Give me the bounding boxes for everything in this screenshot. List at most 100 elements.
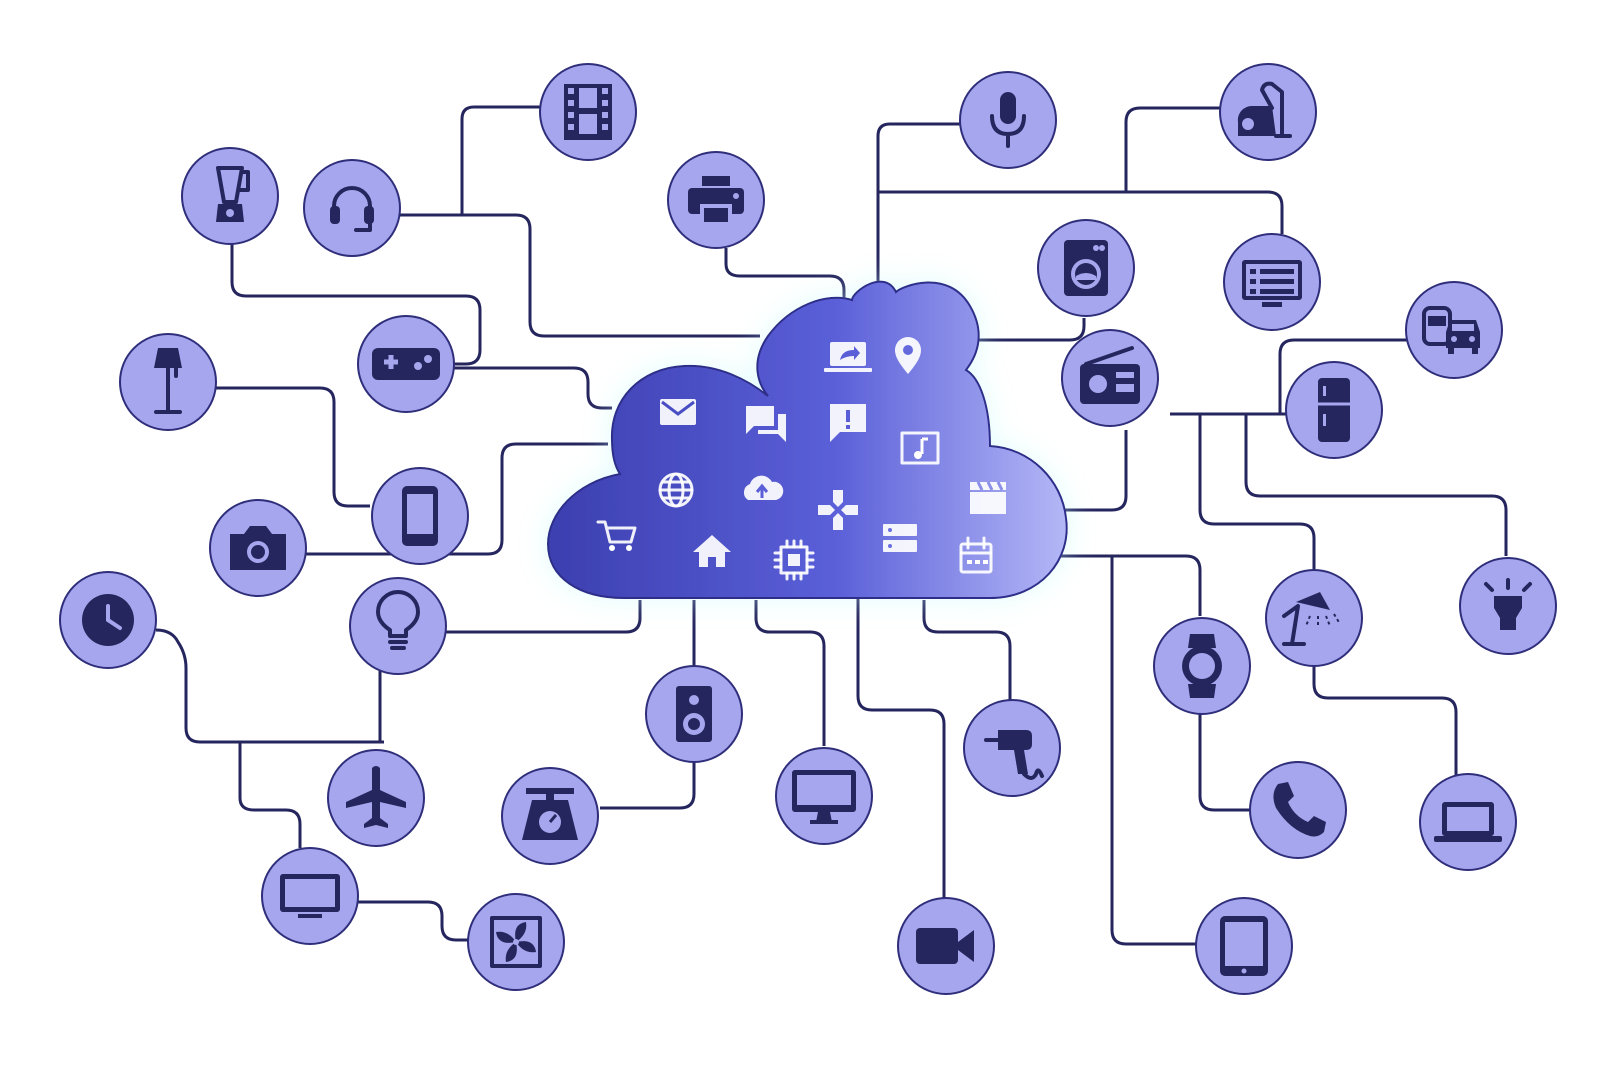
chip-icon <box>773 539 815 581</box>
radio-node <box>1061 329 1159 427</box>
speaker-icon <box>676 686 712 742</box>
phone-node <box>1249 761 1347 859</box>
wire-video <box>856 596 946 898</box>
drill-node <box>963 699 1061 797</box>
phone-icon <box>1273 782 1326 837</box>
radio-icon <box>1080 346 1140 404</box>
device-nodes <box>59 63 1557 995</box>
fan-icon <box>490 916 542 968</box>
car-node <box>1405 281 1503 379</box>
desk-lamp-node <box>1265 569 1363 667</box>
location-pin-icon <box>895 337 921 374</box>
wire-mic <box>876 122 960 302</box>
tablet-node <box>1195 897 1293 995</box>
wire-vacuum <box>1124 106 1226 192</box>
microphone-node <box>959 71 1057 169</box>
camera-node <box>209 499 307 597</box>
airplane-icon <box>346 766 406 828</box>
speaker-node <box>645 665 743 763</box>
gamepad-node <box>357 315 455 413</box>
wire-drill <box>922 600 1012 700</box>
wire-car <box>1278 338 1414 414</box>
camera-icon <box>230 526 286 570</box>
laptop-node <box>1419 773 1517 871</box>
laptop-share-icon <box>824 342 872 372</box>
car-icon <box>1422 306 1480 354</box>
airplane-node <box>327 749 425 847</box>
scale-icon <box>522 788 578 840</box>
wire-desklamp <box>1198 414 1316 570</box>
wire-bulb <box>446 600 642 634</box>
desktop-icon <box>792 770 856 824</box>
music-icon <box>900 431 940 465</box>
film-strip-icon <box>564 84 612 140</box>
light-bulb-icon <box>376 590 420 650</box>
wire-watch-phone <box>1198 714 1254 812</box>
headset-icon <box>330 186 374 232</box>
wire-top-bus <box>878 190 1284 234</box>
mail-icon <box>660 399 696 425</box>
ceiling-light-node <box>1459 557 1557 655</box>
monitor-list-icon <box>1242 260 1302 307</box>
fridge-icon <box>1318 378 1350 442</box>
video-camera-node <box>897 897 995 995</box>
wire-blender <box>230 238 482 366</box>
wire-printer <box>724 248 846 302</box>
cloud-shape <box>546 280 1068 599</box>
wire-desktop <box>754 600 826 746</box>
home-icon <box>693 535 731 567</box>
desktop-node <box>775 747 873 845</box>
smartwatch-node <box>1153 617 1251 715</box>
ceiling-light-icon <box>1484 578 1532 630</box>
drill-icon <box>984 730 1044 780</box>
wire-desklamp-laptop <box>1312 666 1458 776</box>
vacuum-cleaner-icon <box>1237 81 1292 138</box>
washing-machine-icon <box>1064 240 1108 296</box>
wire-camera <box>306 442 608 556</box>
wire-tablet <box>1110 556 1196 946</box>
wire-tv-fan <box>356 900 468 942</box>
cloud <box>546 280 1068 599</box>
fridge-node <box>1285 361 1383 459</box>
scale-node <box>501 767 599 865</box>
laptop-icon <box>1434 802 1502 842</box>
wire-radio <box>1054 430 1128 512</box>
chat-icon <box>746 406 786 442</box>
wire-headset <box>396 213 760 338</box>
clock-node <box>59 571 157 669</box>
wire-gamepad <box>450 366 612 410</box>
wire-scale <box>600 762 696 810</box>
lamp-icon <box>154 348 182 414</box>
printer-icon <box>688 176 744 224</box>
tablet-icon <box>1220 916 1268 976</box>
video-camera-icon <box>916 928 974 964</box>
wire-branch-tv <box>238 742 302 848</box>
server-icon <box>883 524 917 552</box>
tv-icon <box>280 874 340 918</box>
wire-washer <box>960 318 1086 342</box>
headset-node <box>303 159 401 257</box>
smartphone-icon <box>402 486 438 546</box>
tv-node <box>261 847 359 945</box>
lamp-node <box>119 333 217 431</box>
desk-lamp-icon <box>1282 592 1341 646</box>
smartphone-node <box>371 467 469 565</box>
alert-message-icon <box>830 404 866 442</box>
wire-film <box>460 105 540 215</box>
clock-icon <box>82 594 134 646</box>
wire-clock <box>155 628 384 744</box>
fan-node <box>467 893 565 991</box>
cloud-icons <box>596 337 1006 581</box>
globe-icon <box>658 472 694 508</box>
smartwatch-icon <box>1182 634 1222 698</box>
blender-node <box>181 147 279 245</box>
clapperboard-icon <box>970 481 1006 514</box>
microphone-icon <box>990 92 1026 148</box>
gamepad-icon <box>372 348 440 380</box>
blender-icon <box>216 166 250 222</box>
monitor-list-node <box>1223 233 1321 331</box>
vacuum-cleaner-node <box>1219 63 1317 161</box>
wire-ceiling <box>1244 414 1508 556</box>
connection-lines <box>155 105 1508 946</box>
